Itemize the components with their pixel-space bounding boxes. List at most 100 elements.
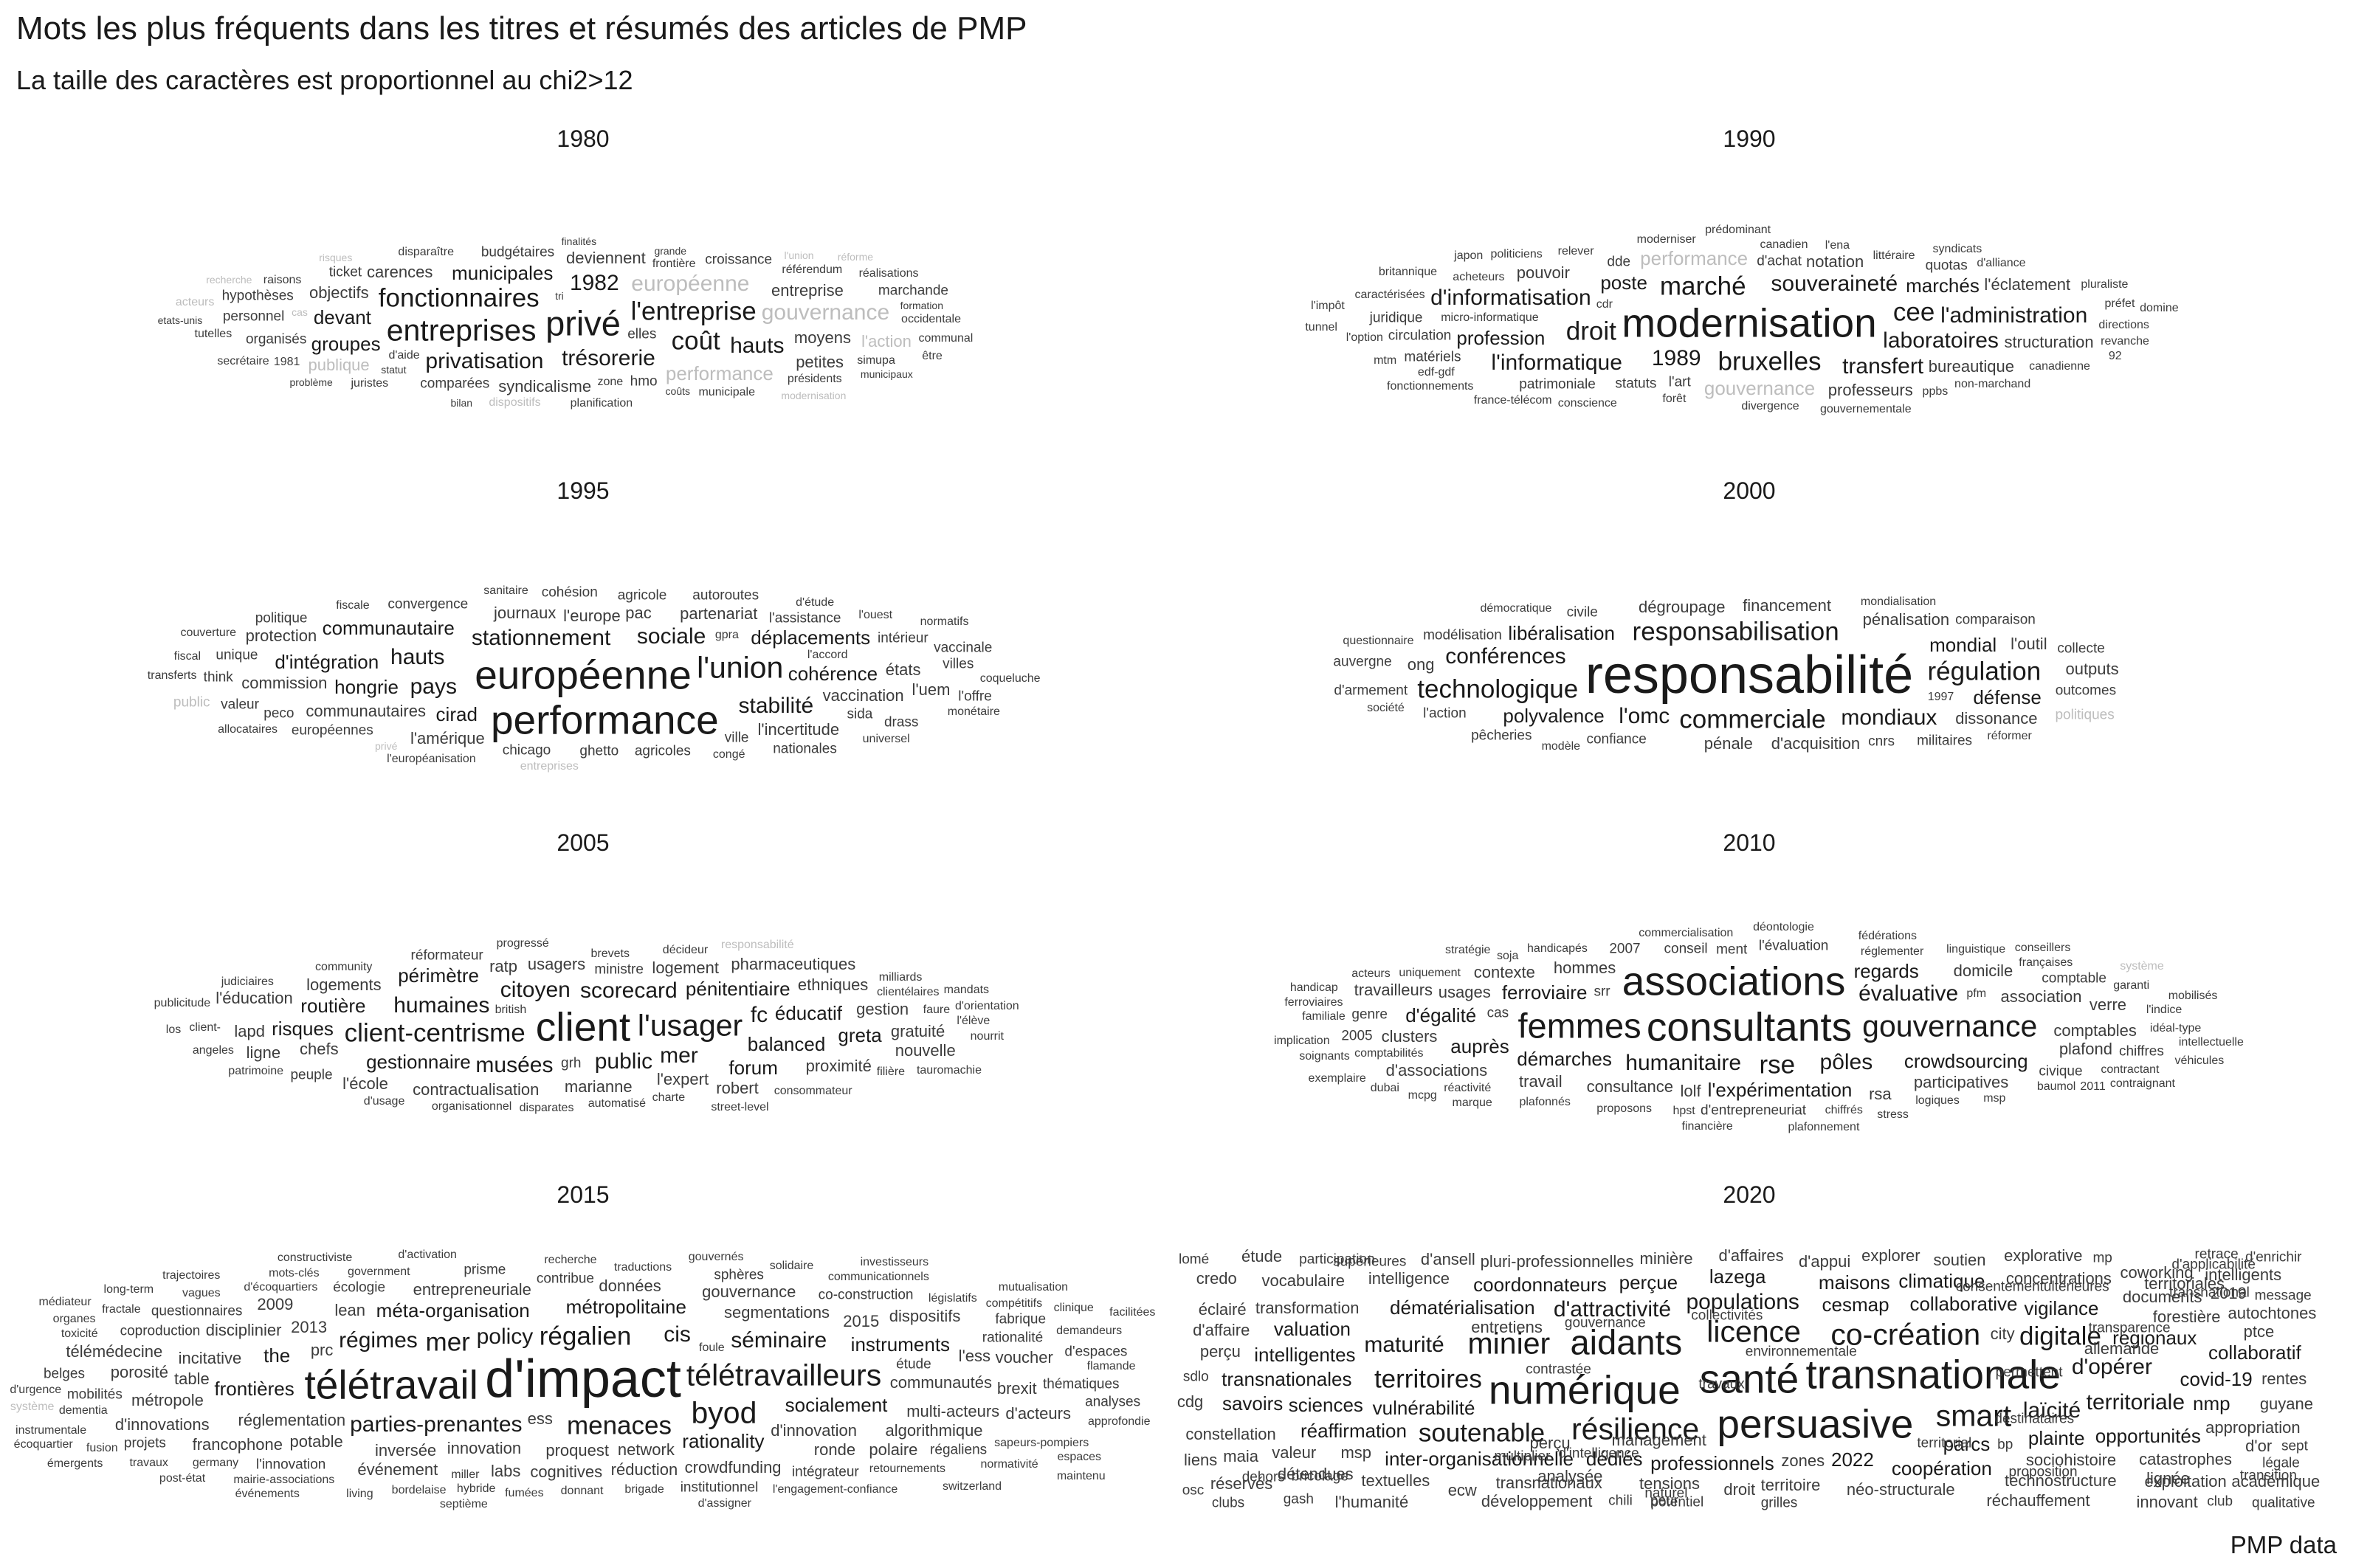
cloud-word: conseil: [1664, 941, 1708, 957]
cloud-word: pluri-professionnelles: [1480, 1252, 1634, 1271]
cloud-word: mer: [660, 1043, 698, 1068]
cloud-word: fc: [750, 1003, 768, 1028]
cloud-word: community: [315, 961, 373, 974]
cloud-word: territoire: [1760, 1475, 1821, 1494]
cloud-word: d'impact: [485, 1350, 681, 1409]
cloud-word: d'opérer: [2071, 1355, 2152, 1380]
cloud-word: maisons: [1818, 1271, 1890, 1294]
cloud-word: politiques: [2055, 707, 2115, 723]
cloud-word: recherche: [544, 1253, 597, 1266]
cloud-word: l'expert: [656, 1069, 709, 1088]
cloud-word: détendues: [1277, 1465, 1354, 1484]
cloud-word: revanche: [2101, 335, 2149, 348]
cloud-word: petites: [796, 352, 844, 371]
cloud-word: poste: [1600, 271, 1647, 294]
cloud-word: soja: [1496, 949, 1519, 962]
cloud-word: mobilisés: [2168, 989, 2218, 1002]
cloud-word: réforme: [837, 251, 874, 263]
cloud-word: collaboratif: [2208, 1341, 2301, 1364]
cloud-word: événement: [357, 1460, 438, 1479]
cloud-word: soutien: [1933, 1250, 1986, 1269]
cloud-word: littéraire: [1873, 249, 1915, 263]
cloud-word: judiciaires: [221, 975, 274, 988]
cloud-word: d'acquisition: [1771, 734, 1861, 753]
cloud-word: tensions: [1639, 1474, 1700, 1493]
cloud-word: réglementation: [238, 1411, 346, 1430]
cloud-word: l'évaluation: [1758, 938, 1829, 954]
cloud-word: publique: [308, 355, 370, 374]
cloud-word: hongrie: [334, 676, 399, 699]
cloud-word: domine: [2140, 301, 2179, 314]
cloud-word: intelligence: [1368, 1268, 1450, 1288]
cloud-word: technologique: [1417, 674, 1579, 704]
cloud-word: msp: [1340, 1443, 1372, 1462]
cloud-word: maia: [1223, 1447, 1258, 1466]
cloud-word: devant: [313, 306, 371, 329]
cloud-word: mcpg: [1408, 1088, 1437, 1102]
cloud-word: travailleurs: [1354, 980, 1433, 999]
cloud-word: textuelles: [1361, 1471, 1430, 1491]
cloud-word: cohésion: [541, 584, 598, 601]
cloud-word: 2005: [1341, 1028, 1373, 1044]
cloud-word: d'enrichir: [2245, 1249, 2302, 1265]
cloud-word: performance: [490, 697, 719, 743]
cloud-word: crowdfunding: [684, 1458, 782, 1477]
cloud-word: d'usage: [363, 1095, 405, 1108]
cloud-word: usages: [1438, 983, 1491, 1002]
cloud-word: trésorerie: [562, 346, 655, 371]
cloud-word: think: [203, 669, 233, 685]
cloud-word: l'ouest: [858, 609, 893, 622]
cloud-word: gouvernance: [1564, 1315, 1646, 1331]
cloud-word: grh: [561, 1055, 582, 1071]
cloud-word: sida: [847, 706, 873, 722]
cloud-word: miller: [451, 1468, 480, 1481]
cloud-word: l'engagement-confiance: [772, 1483, 898, 1496]
cloud-word: décideur: [662, 944, 709, 957]
cloud-word: convergence: [387, 596, 469, 612]
cloud-word: public: [594, 1049, 653, 1074]
cloud-word: fédérations: [1858, 930, 1917, 943]
cloud-word: nourrit: [970, 1029, 1005, 1043]
cloud-word: chiffrés: [1825, 1103, 1863, 1116]
cloud-word: gouvernance: [1862, 1009, 2038, 1043]
cloud-word: l'action: [861, 332, 912, 351]
cloud-word: acteurs: [175, 296, 215, 309]
cloud-word: directions: [2098, 318, 2149, 331]
cloud-word: normativité: [980, 1458, 1038, 1471]
cloud-word: développement: [1481, 1492, 1593, 1511]
cloud-word: transnationales: [1222, 1368, 1352, 1391]
cloud-word: frontières: [214, 1377, 294, 1400]
cloud-word: participatives: [1913, 1072, 2009, 1091]
cloud-word: algorithmique: [885, 1420, 983, 1440]
cloud-word: public: [173, 694, 210, 711]
cloud-word: réactivité: [1444, 1082, 1492, 1094]
cloud-word: médiateur: [38, 1295, 92, 1308]
cloud-word: responsabilité: [720, 938, 794, 951]
cloud-word: comparaison: [1955, 612, 2036, 628]
cloud-word: automatisé: [588, 1097, 646, 1111]
cloud-word: santé: [1699, 1355, 1799, 1402]
cloud-word: l'uem: [912, 680, 951, 699]
cloud-word: libéralisation: [1508, 621, 1615, 644]
cloud-word: populations: [1686, 1289, 1799, 1314]
cloud-word: scorecard: [580, 978, 678, 1003]
cloud-word: analyses: [1085, 1394, 1141, 1410]
cloud-word: ronde: [813, 1440, 856, 1460]
cloud-word: regards: [1853, 959, 1919, 982]
cloud-word: rationality: [682, 1430, 765, 1453]
cloud-word: vigilance: [2024, 1296, 2099, 1319]
cloud-word: syndicats: [1932, 242, 1982, 255]
cloud-word: consultants: [1646, 1004, 1853, 1050]
cloud-word: l'informatique: [1491, 350, 1622, 375]
cloud-word: lapd: [234, 1022, 265, 1041]
cloud-word: présidents: [787, 372, 842, 385]
cloud-word: d'appui: [1798, 1251, 1851, 1271]
cloud-word: chili: [1608, 1493, 1633, 1509]
cloud-word: l'européanisation: [387, 752, 476, 765]
cloud-word: britannique: [1378, 266, 1438, 279]
cloud-word: analysée: [1537, 1466, 1603, 1485]
cloud-word: tunnel: [1305, 321, 1337, 334]
cloud-word: sociale: [636, 624, 706, 649]
cloud-word: brexit: [996, 1378, 1037, 1398]
